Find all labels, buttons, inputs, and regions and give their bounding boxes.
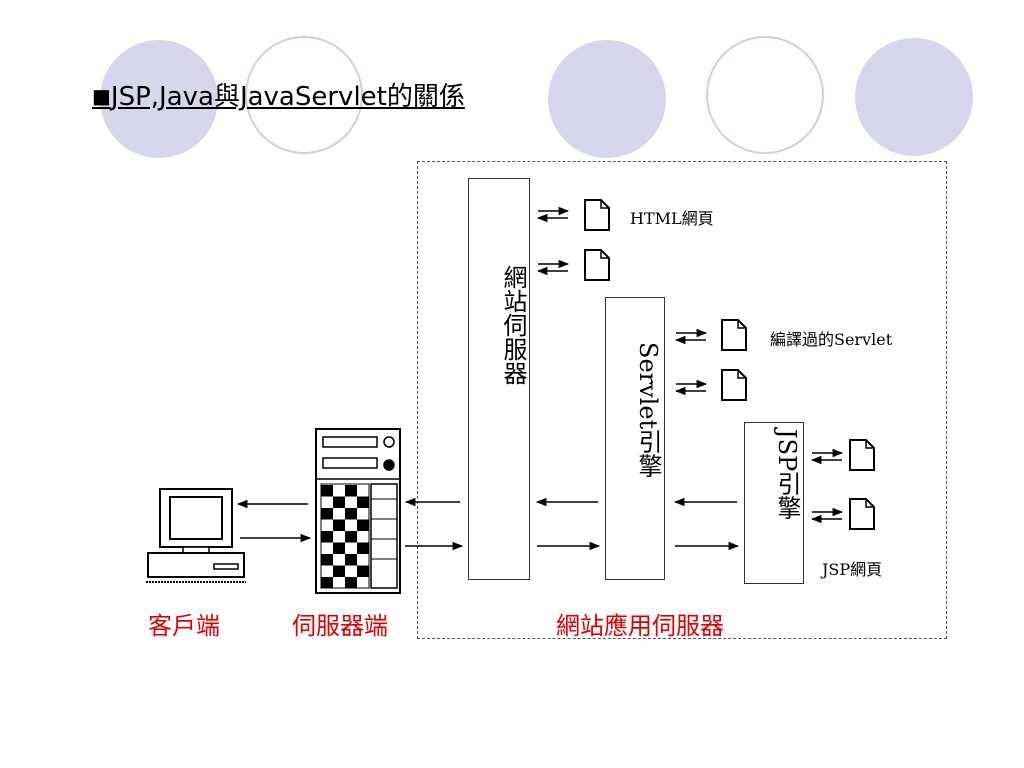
deco-circle-2 — [245, 36, 363, 154]
servlet-engine-label: Servlet引擎 — [634, 342, 662, 478]
slide-title: ■JSP,Java與JavaServlet的關係 — [92, 76, 465, 113]
html-exchange-arrows-1 — [538, 211, 568, 218]
jsp-exchange-arrows-1 — [812, 453, 842, 460]
servlet-engine-column: Servlet引擎 — [605, 297, 665, 580]
jsp-pages-label: JSP網頁 — [822, 560, 883, 579]
servlet-exchange-arrows-2 — [676, 384, 706, 391]
servlet-document-icon-2 — [721, 369, 747, 401]
html-document-icon-2 — [584, 249, 610, 281]
title-text: JSP,Java與JavaServlet的關係 — [110, 82, 465, 112]
client-zone-label: 客戶端 — [148, 612, 220, 640]
jsp-engine-column: JSP引擎 — [744, 422, 804, 584]
html-document-icon-1 — [584, 199, 610, 231]
title-bullet: ■ — [92, 84, 111, 108]
server-tower-icon — [315, 428, 401, 594]
server-zone-label: 伺服器端 — [292, 612, 388, 640]
servlet-exchange-arrows-1 — [676, 333, 706, 340]
jsp-document-icon-2 — [849, 498, 875, 530]
deco-circle-4 — [706, 36, 824, 154]
deco-circle-1 — [100, 40, 218, 158]
html-pages-label: HTML網頁 — [630, 209, 714, 228]
html-exchange-arrows-2 — [538, 264, 568, 271]
app-server-boundary — [417, 161, 947, 639]
web-server-label: 網站伺服器 — [499, 265, 527, 385]
servlet-document-icon-1 — [721, 319, 747, 351]
jsp-engine-label: JSP引擎 — [773, 429, 801, 520]
app-server-zone-label: 網站應用伺服器 — [556, 612, 724, 640]
jsp-exchange-arrows-2 — [812, 512, 842, 519]
deco-circle-3 — [548, 40, 666, 158]
web-server-column: 網站伺服器 — [468, 178, 530, 580]
jsp-document-icon-1 — [849, 439, 875, 471]
client-computer-icon — [146, 488, 246, 583]
deco-circle-5 — [855, 38, 973, 156]
compiled-servlet-label: 編譯過的Servlet — [770, 330, 893, 349]
